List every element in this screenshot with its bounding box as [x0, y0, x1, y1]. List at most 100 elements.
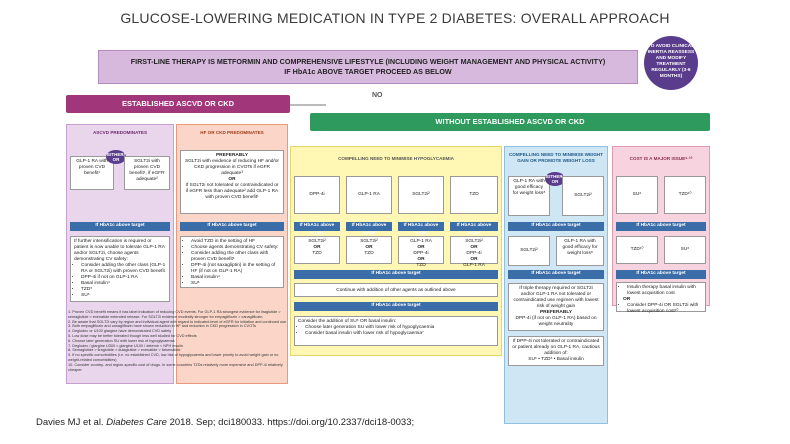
citation-prefix: Davies MJ et al. — [36, 417, 107, 428]
weight-second-left: SGLT2i² — [508, 236, 550, 266]
option: TZD — [416, 263, 426, 268]
option: TZD — [364, 251, 374, 256]
ascvd-intensify-text: If further intensification is required o… — [74, 239, 165, 262]
hf-bullet: Choose agents demonstrating CV safety: — [191, 245, 280, 251]
connector-line — [290, 104, 326, 106]
footnote: 6. Choose later generation SU with lower… — [68, 338, 175, 343]
footnote: 8. Semaglutide > liraglutide > dulagluti… — [68, 348, 181, 353]
cost-hba1c-band-2: If HbA1c above target — [616, 270, 706, 279]
weight-text2: DPP-4i (if not on GLP-1 RA) based on wei… — [515, 316, 597, 327]
no-label: NO — [372, 92, 383, 99]
weight-hba1c-band: If HbA1c above target — [508, 222, 604, 231]
weight-text1: If triple therapy required or SGLT2i and… — [513, 286, 599, 309]
hypo-second-3: GLP-1 RA OR DPP-4i OR TZD — [398, 236, 444, 268]
weight-triple-box: If triple therapy required or SGLT2i and… — [508, 283, 604, 331]
ascvd-header: ASCVD PREDOMINATES — [92, 130, 148, 135]
cost-bullet: Consider DPP-4i OR SGLT2i with lowest ac… — [627, 303, 702, 315]
footnote: 7. Degludec / glargine U300 < glargine U… — [68, 343, 184, 348]
option: SGLT2i² — [308, 239, 326, 244]
hf-hba1c-band: If HbA1c above target — [180, 222, 284, 231]
hf-choose-box: Avoid TZD in the setting of HF Choose ag… — [180, 236, 284, 288]
option: GLP-1 RA — [410, 239, 432, 244]
ascvd-bullet: SU⁶ — [81, 293, 166, 299]
ascvd-hba1c-band: If HbA1c above target — [70, 222, 170, 231]
footnotes: 1. Proven CVD benefit means it has label… — [68, 310, 290, 372]
hypo-band-2: If HbA1c above target — [346, 222, 392, 236]
option: DPP-4i — [466, 251, 482, 256]
weight-either-oval: EITHER/ OR — [545, 172, 565, 186]
banner-line-1: FIRST-LINE THERAPY IS METFORMIN AND COMP… — [130, 57, 606, 66]
weight-glp1-box: GLP-1 RA with good efficacy for weight l… — [508, 176, 550, 216]
or: OR — [417, 245, 425, 250]
weight-second-right: GLP-1 RA with good efficacy for weight l… — [556, 236, 604, 266]
weight-header: COMPELLING NEED TO MINIMISE WEIGHT GAIN … — [508, 152, 604, 163]
footnote: 4. Degludec or U100 glargine have demons… — [68, 329, 172, 334]
ascvd-glp1-box: GLP-1 RA with proven CVD benefit¹ — [70, 156, 114, 190]
or: OR — [470, 245, 478, 250]
cost-drug-1: SU⁶ — [616, 176, 658, 214]
hypo-drug-4: TZD — [450, 176, 498, 214]
weight-hba1c-band-2: If HbA1c above target — [508, 270, 604, 279]
weight-text3: If DPP-4i not tolerated or contraindicat… — [512, 339, 600, 356]
hypo-drug-3: SGLT2i² — [398, 176, 444, 214]
citation-journal: Diabetes Care — [106, 417, 167, 428]
hf-header: HF OR CKD PREDOMINATES — [200, 130, 264, 135]
weight-dpp4-box: If DPP-4i not tolerated or contraindicat… — [508, 336, 604, 366]
hypo-continue-box: Continue with addition of other agents a… — [294, 283, 498, 297]
hypo-consider-bullet: Consider basal insulin with lower risk o… — [305, 331, 494, 337]
or: OR — [417, 257, 425, 262]
established-header: ESTABLISHED ASCVD OR CKD — [66, 95, 290, 113]
hf-text1: SGLT2i with evidence of reducing HF and/… — [184, 159, 280, 176]
hypo-band-3: If HbA1c above target — [398, 222, 444, 236]
hf-text2: If SGLT2i not tolerated or contraindicat… — [185, 183, 279, 200]
hypo-band-1: If HbA1c above target — [294, 222, 340, 236]
hypo-drug-2: GLP-1 RA — [346, 176, 392, 214]
weight-bullets: SU⁶ • TZD⁵ • Basal insulin — [528, 357, 584, 362]
option: SGLT2i² — [360, 239, 378, 244]
first-line-banner: FIRST-LINE THERAPY IS METFORMIN AND COMP… — [98, 50, 638, 84]
cost-drug-2: TZD¹⁰ — [664, 176, 706, 214]
hf-preferably: PREFERABLY — [215, 153, 249, 158]
ascvd-bullet: TZD⁵ — [81, 287, 166, 293]
ascvd-either-oval: EITHER/ OR — [106, 150, 126, 164]
banner-line-2: IF HbA1c ABOVE TARGET PROCEED AS BELOW — [284, 67, 452, 76]
hypo-consider-bullet: Choose later generation SU with lower ri… — [305, 325, 494, 331]
reassess-circle: TO AVOID CLINICAL INERTIA REASSESS AND M… — [644, 36, 698, 90]
or: OR — [470, 257, 478, 262]
hypo-second-4: SGLT2i² OR DPP-4i OR GLP-1 RA — [450, 236, 498, 268]
hypo-band-wide: If HbA1c above target — [294, 270, 498, 279]
hf-bullet: Consider adding the other class with pro… — [191, 251, 280, 263]
cost-second-1: TZD¹⁰ — [616, 236, 658, 264]
hypo-consider-text: Consider the addition of SU⁶ OR basal in… — [298, 319, 397, 324]
hf-or: OR — [228, 177, 236, 182]
hf-bullet: Basal insulin⁴ — [191, 275, 280, 281]
option: DPP-4i — [413, 251, 429, 256]
hypo-second-1: SGLT2i² OR TZD — [294, 236, 340, 264]
weight-preferably: PREFERABLY — [539, 310, 573, 315]
hypo-band-wide-2: If HbA1c above target — [294, 302, 498, 311]
page-title: GLUCOSE-LOWERING MEDICATION IN TYPE 2 DI… — [120, 10, 670, 26]
or: OR — [365, 245, 373, 250]
cost-insulin-box: Insulin therapy basal insulin with lowes… — [616, 282, 706, 315]
footnote: 1. Proven CVD benefit means it has label… — [68, 310, 281, 319]
option: TZD — [312, 251, 322, 256]
ascvd-bullet: Basal insulin⁴ — [81, 281, 166, 287]
citation-suffix: 2018. Sep; dci180033. https://doi.org/10… — [166, 417, 415, 428]
footnote: 2. Be aware that SGLT2i vary by region a… — [68, 319, 287, 324]
footnote: 3. Both empagliflozin and canagliflozin … — [68, 324, 256, 329]
citation: Davies MJ et al. Diabetes Care 2018. Sep… — [36, 417, 414, 428]
footnote: 9. If no specific comorbidities (i.e. no… — [68, 353, 279, 362]
hf-preferably-box: PREFERABLY SGLT2i with evidence of reduc… — [180, 150, 284, 214]
hf-bullet: SU⁶ — [191, 281, 280, 287]
ascvd-intensify-box: If further intensification is required o… — [70, 236, 170, 302]
footnote: 5. Low dose may be better tolerated thou… — [68, 333, 197, 338]
hypo-consider-box: Consider the addition of SU⁶ OR basal in… — [294, 316, 498, 346]
hf-bullet: Avoid TZD in the setting of HF — [191, 239, 280, 245]
cost-hba1c-band: If HbA1c above target — [616, 222, 706, 231]
cost-second-2: SU⁶ — [664, 236, 706, 264]
hypo-drug-1: DPP-4i — [294, 176, 340, 214]
hypo-second-2: SGLT2i² OR TZD — [346, 236, 392, 264]
cost-bullet: Insulin therapy basal insulin with lowes… — [627, 285, 702, 297]
hypo-band-4: If HbA1c above target — [450, 222, 498, 236]
cost-or: OR — [623, 297, 631, 302]
